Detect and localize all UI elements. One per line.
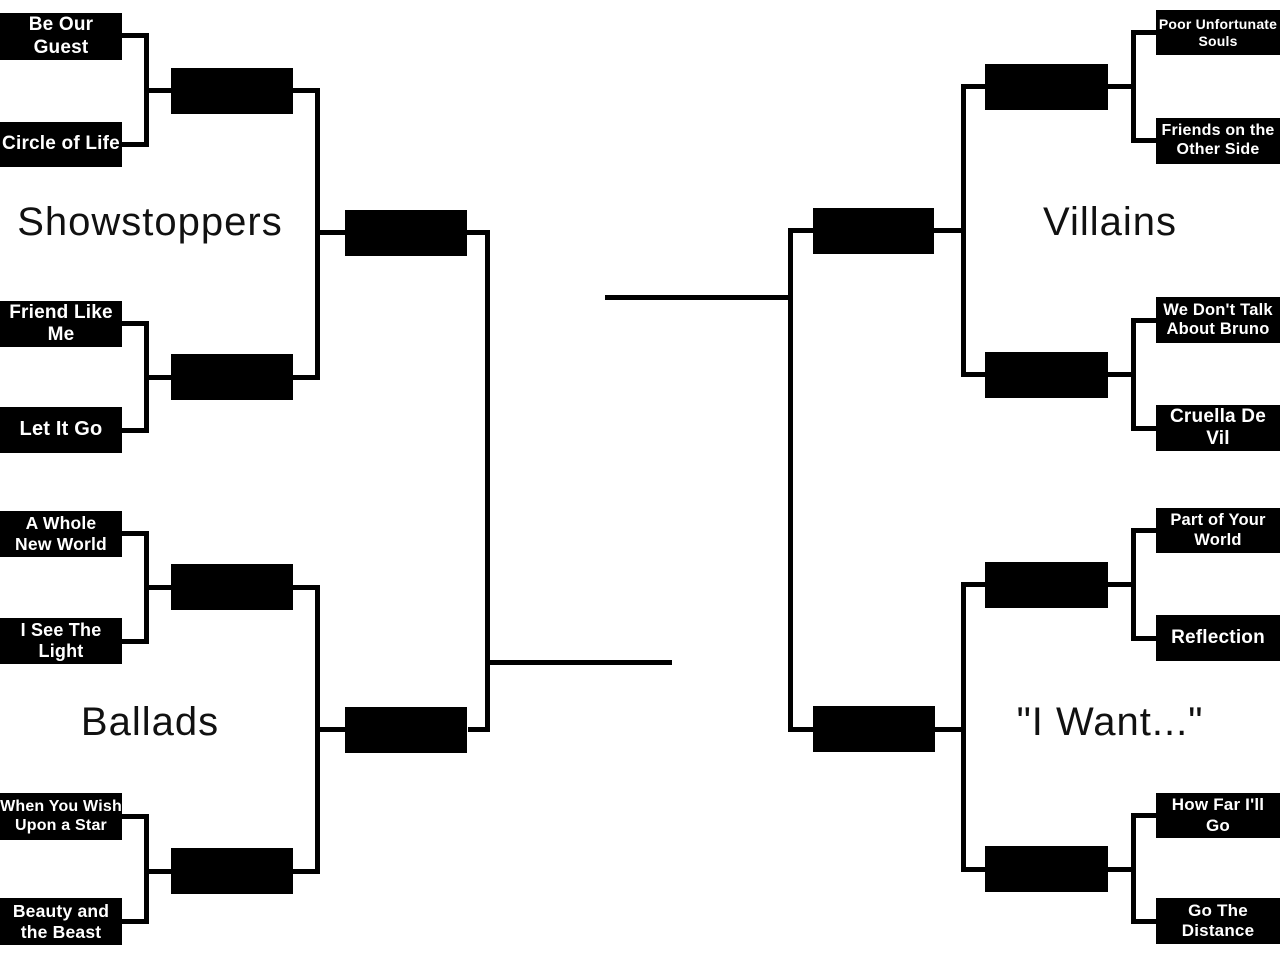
song-part-of-your-world[interactable]: Part of Your World [1156,508,1280,553]
round1-winner-slot-villains-2[interactable] [985,352,1108,398]
song-circle-of-life[interactable]: Circle of Life [0,122,122,167]
song-be-our-guest[interactable]: Be Our Guest [0,13,122,60]
region-title-i-want: "I Want..." [1016,700,1204,744]
region-title-ballads: Ballads [80,700,220,744]
song-cruella-de-vil[interactable]: Cruella De Vil [1156,405,1280,451]
finalist-line-right [605,295,793,300]
bracket-line [961,867,985,872]
round1-winner-slot-ballads-1[interactable] [171,564,293,610]
semifinal-winner-slot-ballads[interactable] [345,707,467,753]
bracket-line [961,582,985,587]
bracket-line [793,228,813,233]
bracket-line [144,33,149,147]
bracket-line [468,727,485,732]
bracket-line [293,375,320,380]
round1-winner-slot-showstoppers-1[interactable] [171,68,293,114]
bracket-line [149,375,171,380]
song-a-whole-new-world[interactable]: A Whole New World [0,511,122,557]
bracket-line [293,88,320,93]
bracket-line [485,230,490,732]
bracket-line [149,88,171,93]
bracket-line [315,88,320,380]
bracket-line [467,230,485,235]
bracket-line [934,228,966,233]
bracket-line [293,869,320,874]
song-how-far-ill-go[interactable]: How Far I'll Go [1156,793,1280,838]
bracket-line [122,639,149,644]
song-poor-unfortunate-souls[interactable]: Poor Unfortunate Souls [1156,10,1280,55]
bracket-line [934,727,966,732]
round1-winner-slot-i-want-1[interactable] [985,562,1108,608]
region-title-villains: Villains [1043,200,1177,244]
bracket-line [122,531,149,536]
bracket-line [122,142,149,147]
bracket-line [1108,84,1136,89]
song-we-dont-talk-about-bruno[interactable]: We Don't Talk About Bruno [1156,297,1280,343]
bracket-line [961,372,985,377]
bracket-line [961,84,985,89]
bracket-line [293,585,320,590]
semifinal-winner-slot-i-want[interactable] [813,706,935,752]
bracket-line [320,727,345,732]
bracket-line [1131,426,1156,431]
bracket-line [1131,318,1156,323]
bracket-line [122,33,149,38]
bracket-line [149,869,171,874]
bracket-line [1131,528,1156,533]
region-title-showstoppers: Showstoppers [17,200,283,244]
song-friends-on-the-other-side[interactable]: Friends on the Other Side [1156,118,1280,164]
bracket-line [793,727,813,732]
song-i-see-the-light[interactable]: I See The Light [0,618,122,664]
bracket-line [1131,919,1156,924]
round1-winner-slot-showstoppers-2[interactable] [171,354,293,400]
song-when-you-wish-upon-a-star[interactable]: When You Wish Upon a Star [0,793,122,840]
bracket-line [1108,372,1136,377]
bracket-line [1131,30,1156,35]
bracket-line [149,585,171,590]
semifinal-winner-slot-villains[interactable] [813,208,934,254]
bracket-line [1108,582,1136,587]
bracket-line [122,814,149,819]
song-reflection[interactable]: Reflection [1156,615,1280,661]
semifinal-winner-slot-showstoppers[interactable] [345,210,467,256]
bracket-line [122,321,149,326]
song-beauty-and-the-beast[interactable]: Beauty and the Beast [0,898,122,945]
bracket-line [1108,867,1136,872]
song-go-the-distance[interactable]: Go The Distance [1156,898,1280,944]
bracket-line [144,321,149,433]
bracket-line [788,228,793,732]
bracket-line [320,230,345,235]
bracket-line [144,531,149,644]
song-let-it-go[interactable]: Let It Go [0,407,122,453]
song-friend-like-me[interactable]: Friend Like Me [0,301,122,347]
bracket-line [1131,138,1156,143]
bracket-line [315,585,320,874]
round1-winner-slot-villains-1[interactable] [985,64,1108,110]
finalist-line-left [485,660,672,665]
round1-winner-slot-ballads-2[interactable] [171,848,293,894]
round1-winner-slot-i-want-2[interactable] [985,846,1108,892]
bracket-line [122,919,149,924]
bracket-line [144,814,149,924]
bracket-line [122,428,149,433]
bracket-line [1131,813,1156,818]
bracket-line [1131,636,1156,641]
